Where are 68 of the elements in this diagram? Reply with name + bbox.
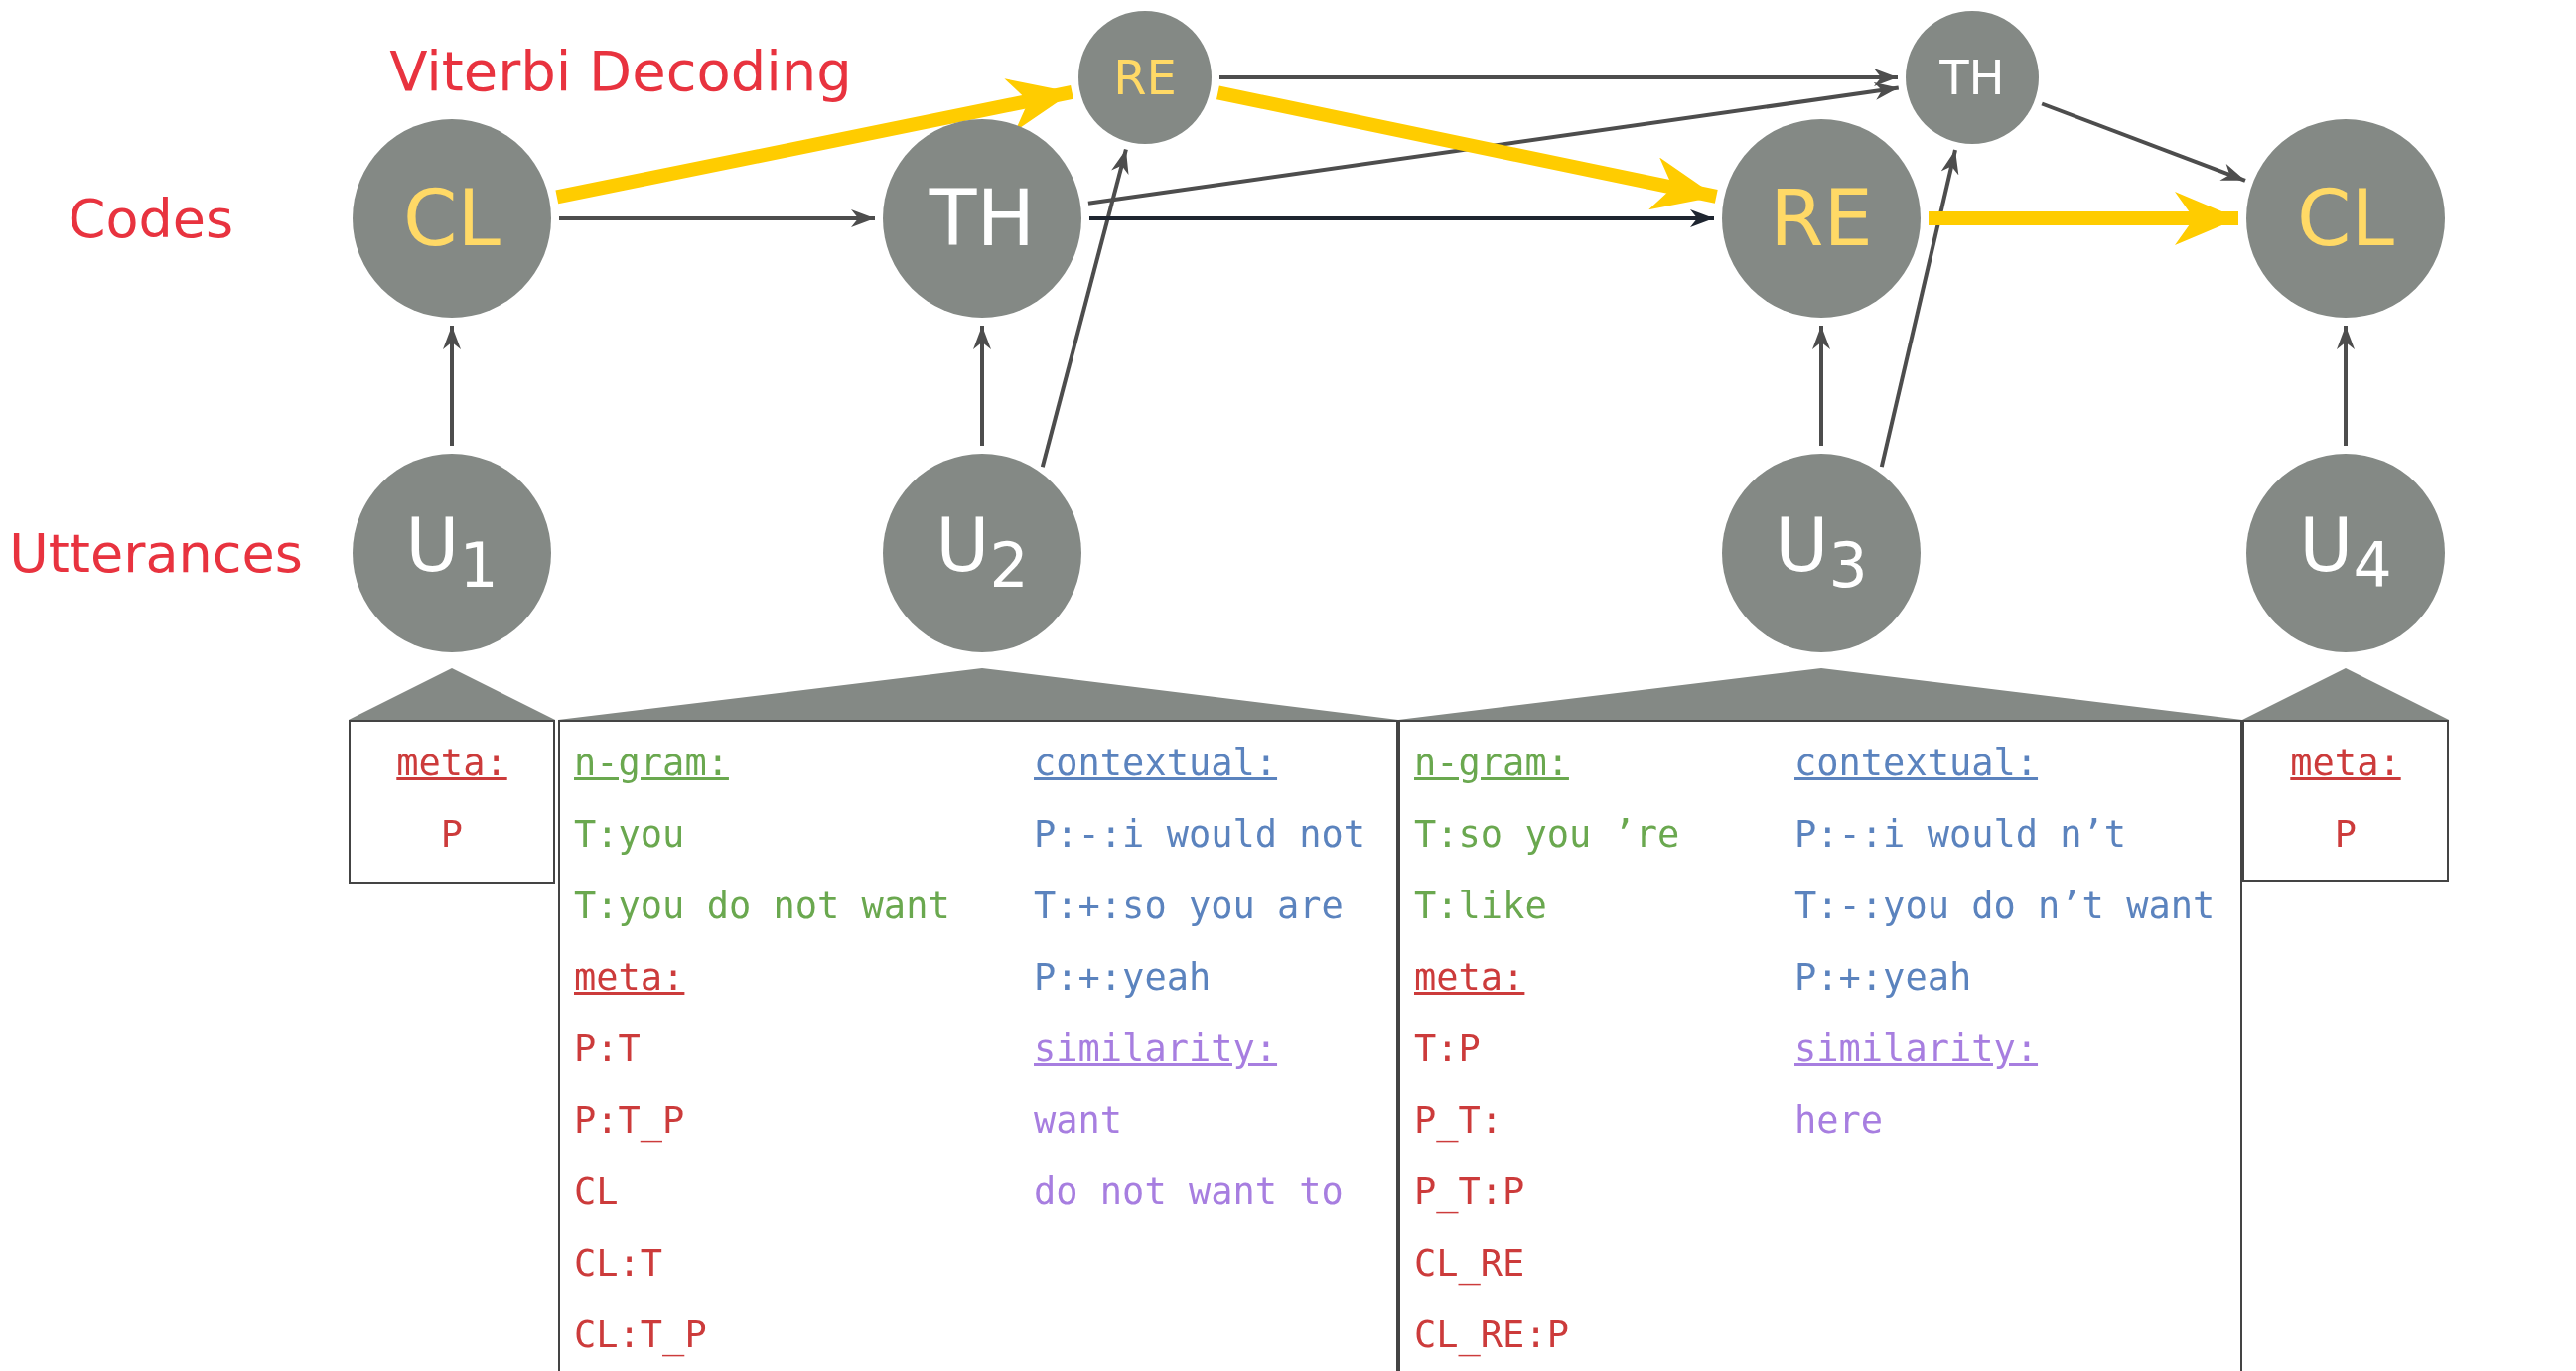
node-label: CL [2297, 180, 2394, 257]
feature-item: P:-:i would not [1034, 815, 1366, 856]
row-label: Codes [68, 187, 234, 250]
arrow [1040, 149, 1129, 468]
arrow [973, 326, 991, 446]
decoding-arrow [1929, 192, 2238, 245]
feature-box [349, 720, 555, 884]
arrow [1812, 326, 1830, 446]
feature-item: P [2334, 815, 2358, 856]
feature-item: P:+:yeah [1794, 958, 1972, 999]
node-label: U$_{2}$ [935, 508, 1029, 598]
feature-heading: similarity: [1034, 1029, 1278, 1070]
annotation-label: Viterbi Decoding [389, 38, 852, 103]
feature-box [558, 720, 1398, 1371]
arrow [1089, 209, 1714, 227]
node-label: CL [403, 180, 501, 257]
node-label: RE [1113, 54, 1177, 101]
node-label: TH [1939, 54, 2005, 101]
feature-item: T:-:you do n’t want [1794, 887, 2216, 927]
feature-item: T:like [1414, 887, 1547, 927]
expansion-wedge [349, 668, 555, 720]
decoding-arrow [1216, 85, 1718, 210]
arrow [559, 209, 875, 227]
feature-heading: n-gram: [574, 744, 729, 784]
feature-item: P:-:i would n’t [1794, 815, 2127, 856]
decoding-arrow [555, 78, 1073, 205]
feature-item: CL:T_P [574, 1315, 707, 1356]
feature-item: P:T_P [574, 1101, 685, 1142]
feature-item: T:so you ’re [1414, 815, 1680, 856]
feature-item: P [440, 815, 464, 856]
arrow [1879, 149, 1959, 468]
feature-item: here [1794, 1101, 1884, 1142]
feature-item: P:T [574, 1029, 641, 1070]
feature-heading: meta: [2290, 744, 2401, 784]
feature-item: want [1034, 1101, 1123, 1142]
feature-heading: n-gram: [1414, 744, 1569, 784]
feature-item: CL_RE:P [1414, 1315, 1569, 1356]
node-label: U$_{4}$ [2299, 508, 2392, 598]
feature-item: CL [574, 1172, 619, 1213]
feature-heading: similarity: [1794, 1029, 2039, 1070]
feature-item: T:you do not want [574, 887, 950, 927]
feature-item: P:+:yeah [1034, 958, 1212, 999]
arrow [1219, 69, 1898, 86]
feature-heading: meta: [396, 744, 507, 784]
node-label: RE [1770, 180, 1873, 257]
feature-item: P_T: [1414, 1101, 1503, 1142]
feature-item: T:you [574, 815, 685, 856]
feature-item: T:P [1414, 1029, 1481, 1070]
node-label: U$_{3}$ [1775, 508, 1868, 598]
feature-item: CL:T [574, 1244, 663, 1285]
expansion-wedge [2242, 668, 2449, 720]
feature-heading: contextual: [1794, 744, 2039, 784]
feature-item: CL_RE [1414, 1244, 1525, 1285]
node-label: U$_{1}$ [405, 508, 499, 598]
node-label: TH [929, 180, 1036, 257]
arrow [2041, 101, 2246, 183]
arrow [443, 326, 461, 446]
arrow [1087, 82, 1900, 206]
arrow [2337, 326, 2355, 446]
feature-heading: meta: [1414, 958, 1525, 999]
feature-item: do not want to [1034, 1172, 1344, 1213]
feature-heading: meta: [574, 958, 685, 999]
feature-item: T:+:so you are [1034, 887, 1344, 927]
feature-item: P_T:P [1414, 1172, 1525, 1213]
row-label: Utterances [9, 521, 303, 585]
feature-box [1398, 720, 2242, 1371]
feature-box [2242, 720, 2449, 882]
feature-heading: contextual: [1034, 744, 1278, 784]
